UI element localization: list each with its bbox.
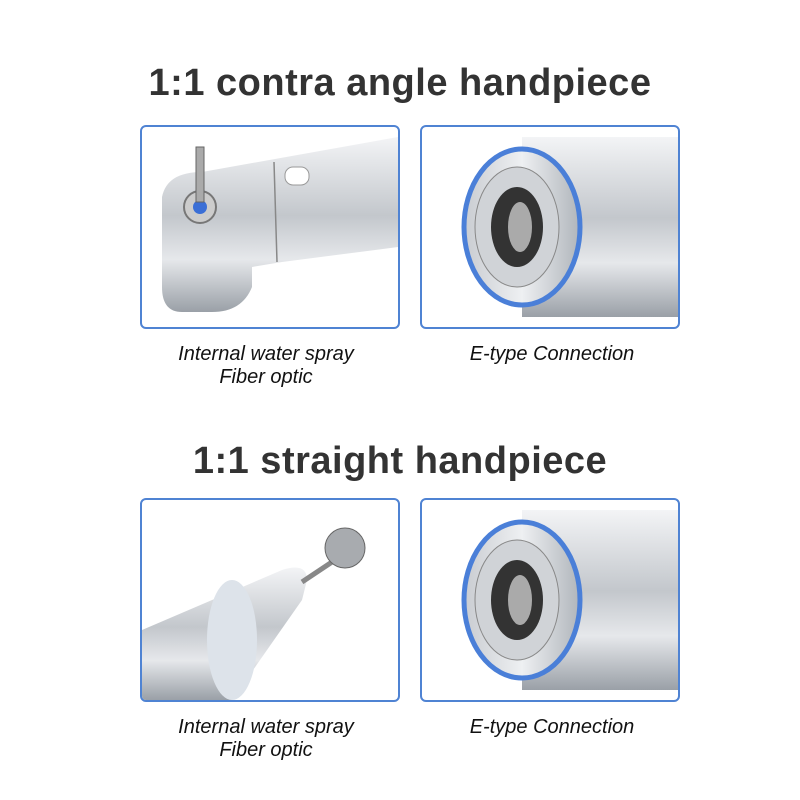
contra-angle-features-caption: Internal water spray Fiber optic bbox=[136, 343, 396, 389]
straight-features-caption: Internal water spray Fiber optic bbox=[136, 716, 396, 762]
contra-angle-head-image bbox=[140, 125, 400, 329]
straight-handpiece-nose-image bbox=[140, 498, 400, 702]
section-title-straight: 1:1 straight handpiece bbox=[192, 440, 608, 482]
e-type-caption: E-type Connection bbox=[469, 343, 635, 365]
caption-line: Fiber optic bbox=[219, 366, 313, 388]
caption-line: Internal water spray bbox=[178, 343, 354, 365]
section-title-contra-angle: 1:1 contra angle handpiece bbox=[148, 62, 652, 104]
e-type-caption-2: E-type Connection bbox=[469, 716, 635, 738]
caption-line: Internal water spray bbox=[178, 716, 354, 738]
e-type-connection-image bbox=[420, 125, 680, 329]
e-type-connection-image-2 bbox=[420, 498, 680, 702]
caption-line: Fiber optic bbox=[219, 739, 313, 761]
